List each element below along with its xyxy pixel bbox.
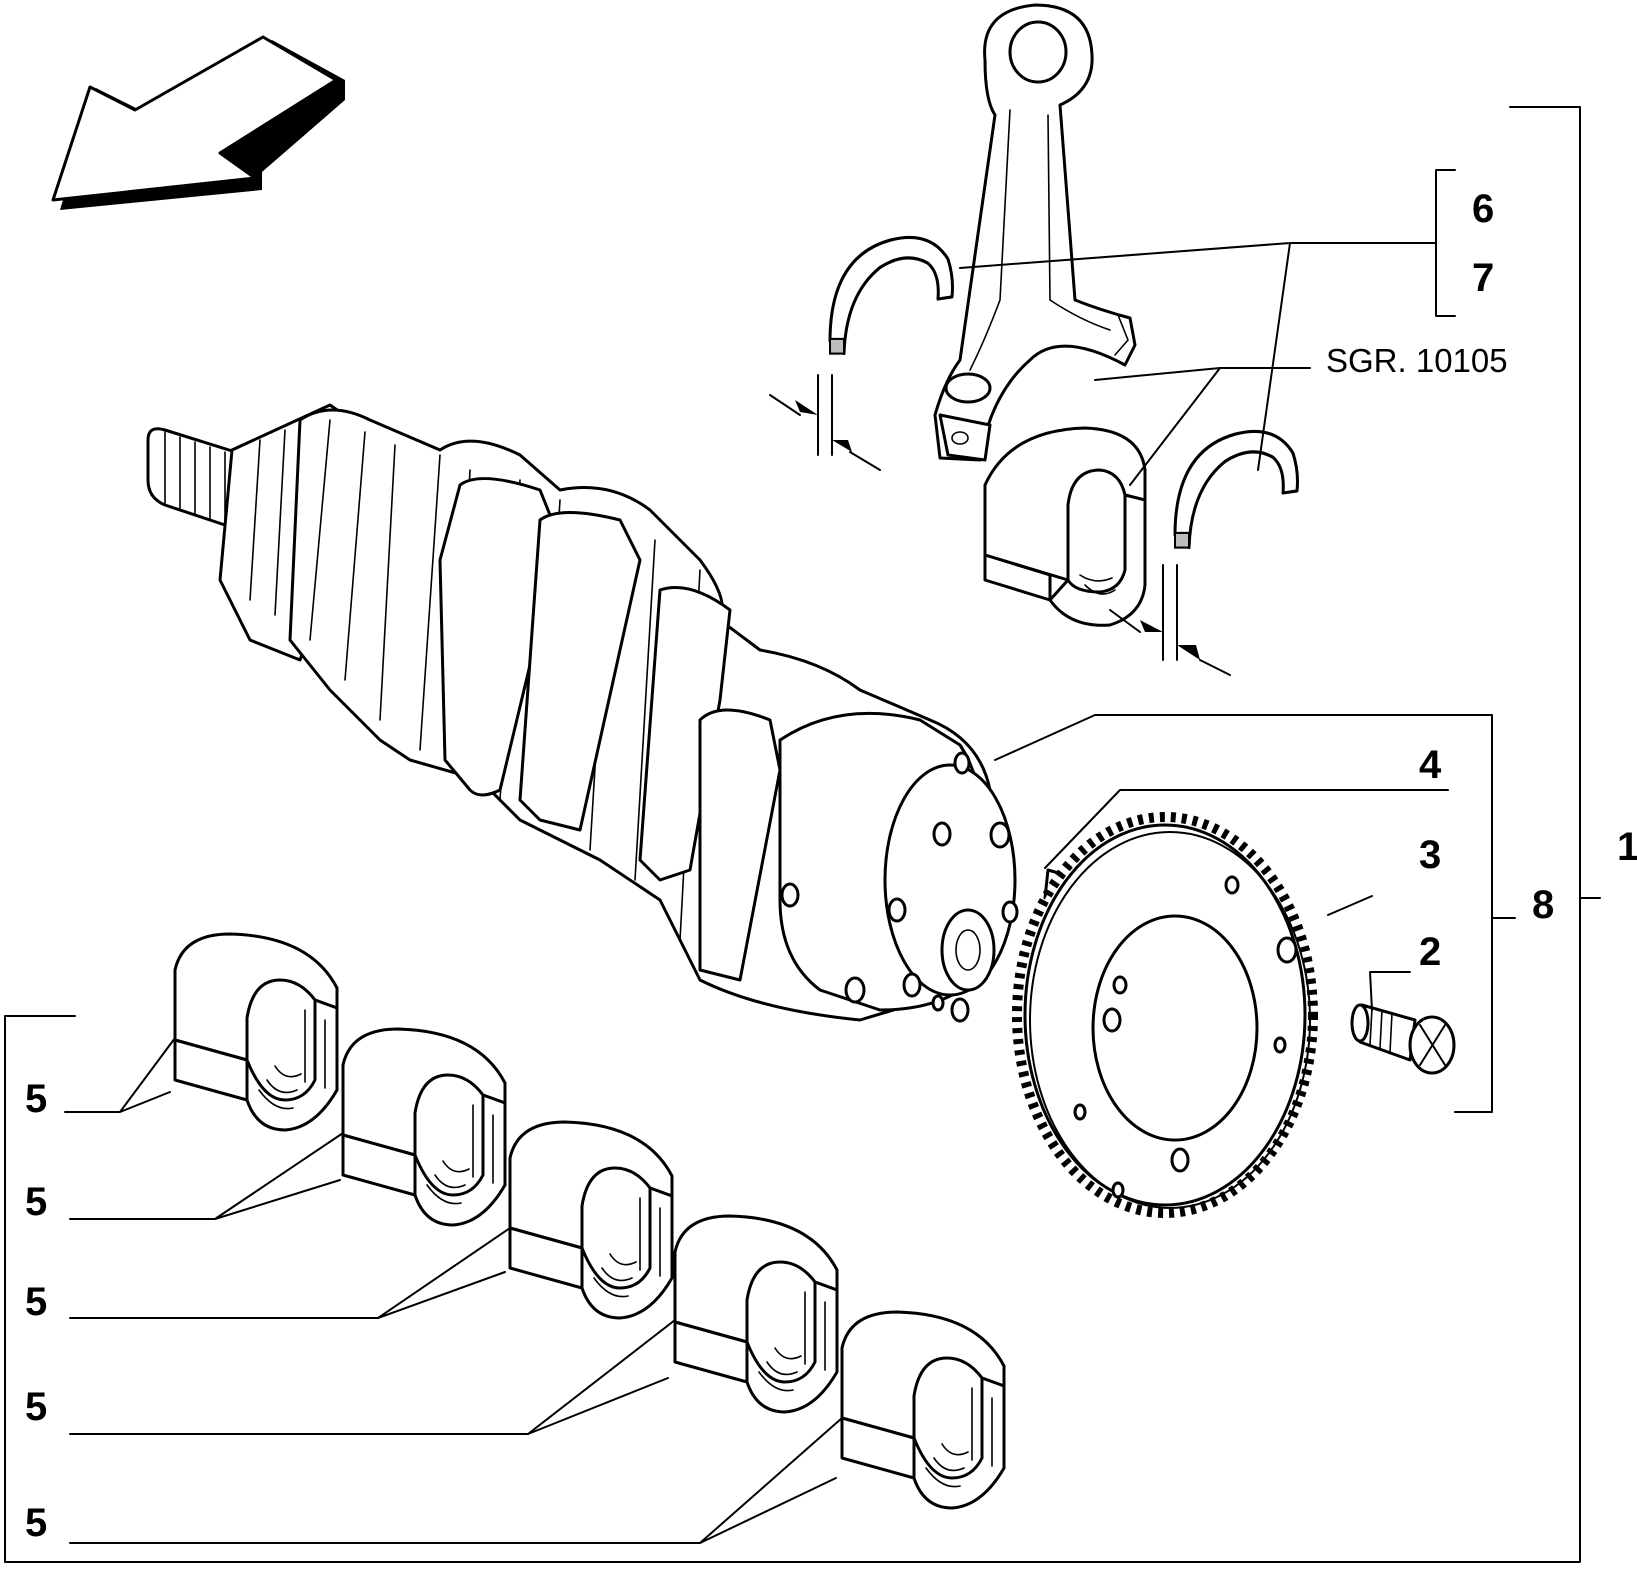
callout-5-d: 5 [25,1385,47,1429]
group-bracket-8 [1094,714,1516,1113]
callout-1: 1 [1617,825,1637,869]
callout-6: 6 [1472,187,1494,231]
main-bearing-shell-2 [341,1027,507,1227]
thrust-half-ring-lower [1173,429,1300,550]
crankshaft [146,403,1019,1023]
group-bracket-6-7 [1289,169,1456,317]
callout-5-a: 5 [25,1077,47,1121]
main-bearing-shell-1 [173,932,339,1132]
callout-7: 7 [1472,256,1494,300]
callout-8: 8 [1532,883,1554,927]
main-bearing-shell-3 [508,1120,674,1320]
callout-2: 2 [1419,930,1441,974]
thickness-dimension-upper [769,374,881,471]
main-bearing-shell-4 [673,1214,839,1414]
callout-3: 3 [1419,833,1441,877]
callout-5-c: 5 [25,1280,47,1324]
connecting-rod [933,3,1137,462]
direction-arrow-icon [51,35,345,210]
tone-wheel [1012,812,1318,1218]
leader-lines [64,242,1449,1544]
callout-5-e: 5 [25,1501,47,1545]
callout-5-b: 5 [25,1180,47,1224]
rod-bearing-shell [983,426,1147,627]
thickness-dimension-lower [1109,564,1231,676]
group-bracket-1 [4,106,1601,1563]
flange-screw [1350,1003,1456,1075]
thrust-half-ring-upper [828,235,955,356]
main-bearing-shell-5 [840,1310,1006,1510]
reference-code: SGR. 10105 [1326,342,1508,379]
callout-4: 4 [1419,743,1442,787]
